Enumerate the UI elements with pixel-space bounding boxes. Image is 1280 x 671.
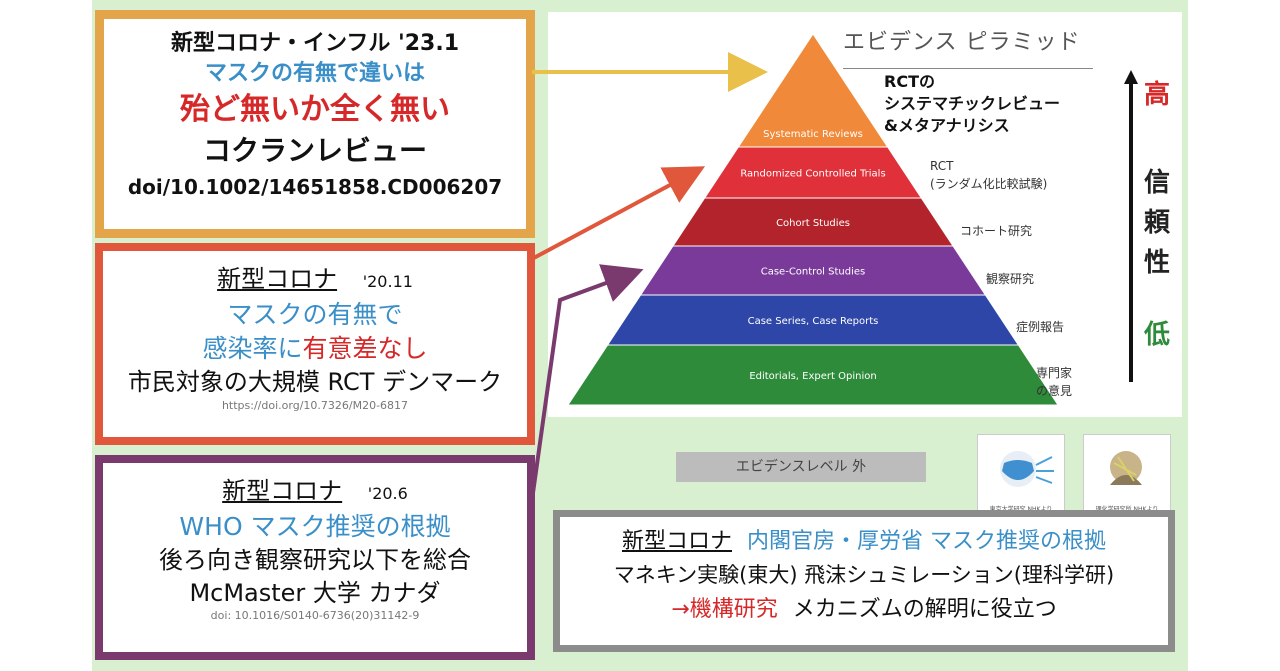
level-label-case-control: 観察研究 [986, 272, 1035, 286]
box4-mechanism-desc: メカニズムの解明に役立つ [792, 596, 1057, 622]
level-label-cohort: コホート研究 [960, 224, 1033, 238]
box1-headline: 殆ど無いか全く無い [180, 91, 450, 127]
pyramid-title-underline [843, 28, 1093, 69]
box3-title: 新型コロナ '20.6 [103, 477, 527, 506]
icon2-caption: 理化学研究所 NHKより [1084, 504, 1170, 513]
box2-headline-part1: 感染率に [202, 333, 303, 363]
level-label-case-series: 症例報告 [1016, 320, 1065, 334]
top-label-2: システマチックレビュー [884, 94, 1061, 113]
pyramid-level-label-6: Editorials, Expert Opinion [749, 371, 876, 382]
box2-source: 市民対象の大規模 RCT デンマーク [127, 367, 503, 396]
reliability-high: 高 [1144, 80, 1171, 110]
pyramid-level-label-2: Randomized Controlled Trials [740, 169, 885, 180]
reliability-word-2: 頼 [1144, 208, 1171, 238]
box2-doi: https://doi.org/10.7326/M20-6817 [221, 398, 409, 412]
box3-source: McMaster 大学 カナダ [189, 578, 441, 607]
pyramid-level-label-3: Cohort Studies [776, 218, 850, 229]
pyramid-level-6 [567, 344, 1059, 406]
box2-headline: 感染率に有意差なし [103, 334, 527, 364]
box4-line3: →機構研究 メカニズムの解明に役立つ [560, 597, 1168, 623]
pyramid-title: エビデンス ピラミッド [843, 30, 1081, 55]
box3-headline: 後ろ向き観察研究以下を総合 [159, 545, 471, 574]
evidence-level-outside-tag: エビデンスレベル 外 [676, 452, 926, 482]
who-mcmaster-box: 新型コロナ '20.6 WHO マスク推奨の根拠 後ろ向き観察研究以下を総合 M… [95, 455, 535, 660]
reliability-low: 低 [1144, 320, 1171, 350]
box1-source: コクランレビュー [202, 133, 427, 167]
pyramid-level-label-1: Systematic Reviews [763, 129, 863, 140]
top-label-1: RCTの [884, 72, 935, 91]
cochrane-review-box: 新型コロナ・インフル '23.1 マスクの有無で違いは 殆ど無いか全く無い コク… [95, 10, 535, 238]
box4-title-main: 新型コロナ [621, 529, 732, 554]
denmark-rct-box: 新型コロナ '20.11 マスクの有無で 感染率に有意差なし 市民対象の大規模 … [95, 243, 535, 445]
box3-doi: doi: 10.1016/S0140-6736(20)31142-9 [210, 609, 420, 623]
top-label-3: &メタアナリシス [884, 116, 1010, 135]
box2-subtitle: マスクの有無で [227, 299, 403, 329]
box4-mechanism: →機構研究 [671, 596, 778, 622]
box1-title: 新型コロナ・インフル '23.1 [170, 31, 459, 56]
mannequin-experiment-image: 東京大学研究 NHKより [977, 434, 1065, 516]
cabinet-office-box: 新型コロナ 内閣官房・厚労省 マスク推奨の根拠 マネキン実験(東大) 飛沫シュミ… [553, 510, 1175, 652]
droplet-simulation-image: 理化学研究所 NHKより [1083, 434, 1171, 516]
reliability-word-3: 性 [1144, 248, 1171, 278]
reliability-arrow-head [1124, 70, 1138, 84]
box2-title: 新型コロナ '20.11 [103, 265, 527, 294]
level-label-expert: 専門家 [1036, 366, 1073, 380]
arrow-box3-to-observational [530, 264, 644, 501]
box1-doi: doi/10.1002/14651858.CD006207 [127, 175, 503, 200]
box3-subtitle: WHO マスク推奨の根拠 [179, 511, 451, 541]
box4-line2: マネキン実験(東大) 飛沫シュミレーション(理科学研) [613, 563, 1115, 588]
box1-subtitle: マスクの有無で違いは [204, 61, 425, 87]
level-label-rct-sub: (ランダム化比較試験) [930, 177, 1048, 191]
level-label-expert-sub: の意見 [1036, 384, 1073, 398]
arrow-box2-to-rct [529, 166, 706, 262]
box2-title-date: '20.11 [362, 272, 413, 291]
box4-title-blue: 内閣官房・厚労省 マスク推奨の根拠 [747, 529, 1106, 554]
pyramid-level-label-4: Case-Control Studies [761, 267, 866, 278]
box4-title: 新型コロナ 内閣官房・厚労省 マスク推奨の根拠 [560, 529, 1168, 555]
level-label-rct: RCT [930, 159, 954, 173]
mannequin-mask-icon [1000, 451, 1054, 487]
reliability-arrow-shaft [1129, 82, 1133, 382]
icon1-caption: 東京大学研究 NHKより [978, 504, 1064, 513]
reliability-word-1: 信 [1144, 168, 1171, 198]
box3-title-date: '20.6 [367, 484, 408, 503]
box2-title-main: 新型コロナ [217, 265, 338, 293]
box3-title-main: 新型コロナ [222, 477, 343, 505]
droplet-simulation-icon [1110, 451, 1142, 485]
box2-headline-part2: 有意差なし [302, 333, 428, 363]
pyramid-level-label-5: Case Series, Case Reports [748, 316, 879, 327]
